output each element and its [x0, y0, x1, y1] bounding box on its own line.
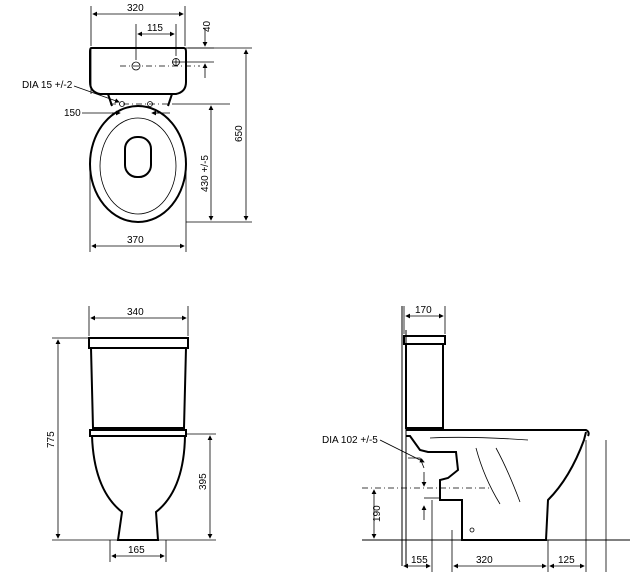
dim-total-height: 775: [46, 431, 57, 448]
front-cistern-body: [90, 347, 187, 429]
side-bowl: [406, 431, 587, 541]
dim-wall-offset: 155: [411, 555, 428, 566]
front-seat: [89, 429, 187, 437]
dim-cistern-depth: 170: [415, 305, 432, 316]
top-bowl-opening: [124, 136, 152, 178]
dim-cistern-width: 340: [127, 307, 144, 318]
dim-outlet-height: 190: [372, 505, 383, 522]
drain-hole-icon: [469, 527, 475, 533]
dim-base-length: 320: [476, 555, 493, 566]
side-seat: [406, 429, 590, 437]
dim-bowl-width: 370: [127, 235, 144, 246]
top-cistern-outline: [89, 47, 187, 95]
top-view: 320 115 40 DIA 15 +/-2 150 650 430 +/-5: [22, 3, 252, 252]
side-view: 170 DIA 102 +/-5 190 155 320 125: [322, 305, 630, 572]
flush-button-icon: [131, 61, 141, 71]
dim-width-top: 320: [127, 3, 144, 14]
front-view: 340 775 395 165: [46, 306, 216, 562]
dim-fix-spacing: 150: [64, 108, 81, 119]
dim-front-overhang: 125: [558, 555, 575, 566]
dim-inlet-offset: 115: [147, 23, 163, 34]
top-bowl-outline: [89, 105, 187, 223]
side-cistern-body: [405, 344, 444, 429]
dim-total-depth: 650: [234, 125, 245, 142]
dim-seat-depth: 430 +/-5: [200, 155, 211, 192]
front-cistern-lid: [88, 337, 189, 349]
label-outlet-dia: DIA 102 +/-5: [322, 435, 378, 446]
dim-seat-height: 395: [198, 473, 209, 490]
dim-inlet-depth: 40: [202, 20, 213, 32]
front-bowl: [91, 435, 186, 541]
dim-base-width: 165: [128, 545, 145, 556]
side-cistern-lid: [403, 335, 446, 345]
label-inlet-dia: DIA 15 +/-2: [22, 80, 73, 91]
